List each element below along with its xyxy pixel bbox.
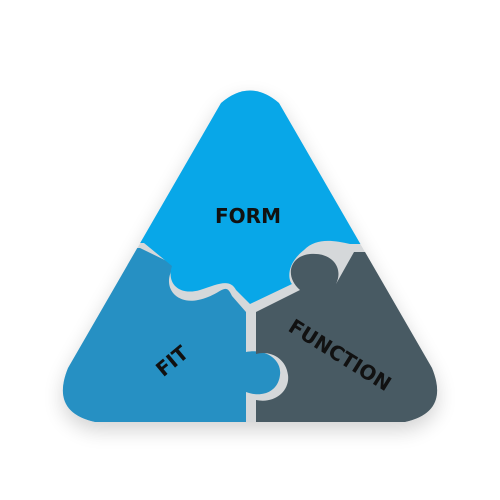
form-piece xyxy=(62,90,438,304)
form-label: FORM xyxy=(215,204,281,228)
